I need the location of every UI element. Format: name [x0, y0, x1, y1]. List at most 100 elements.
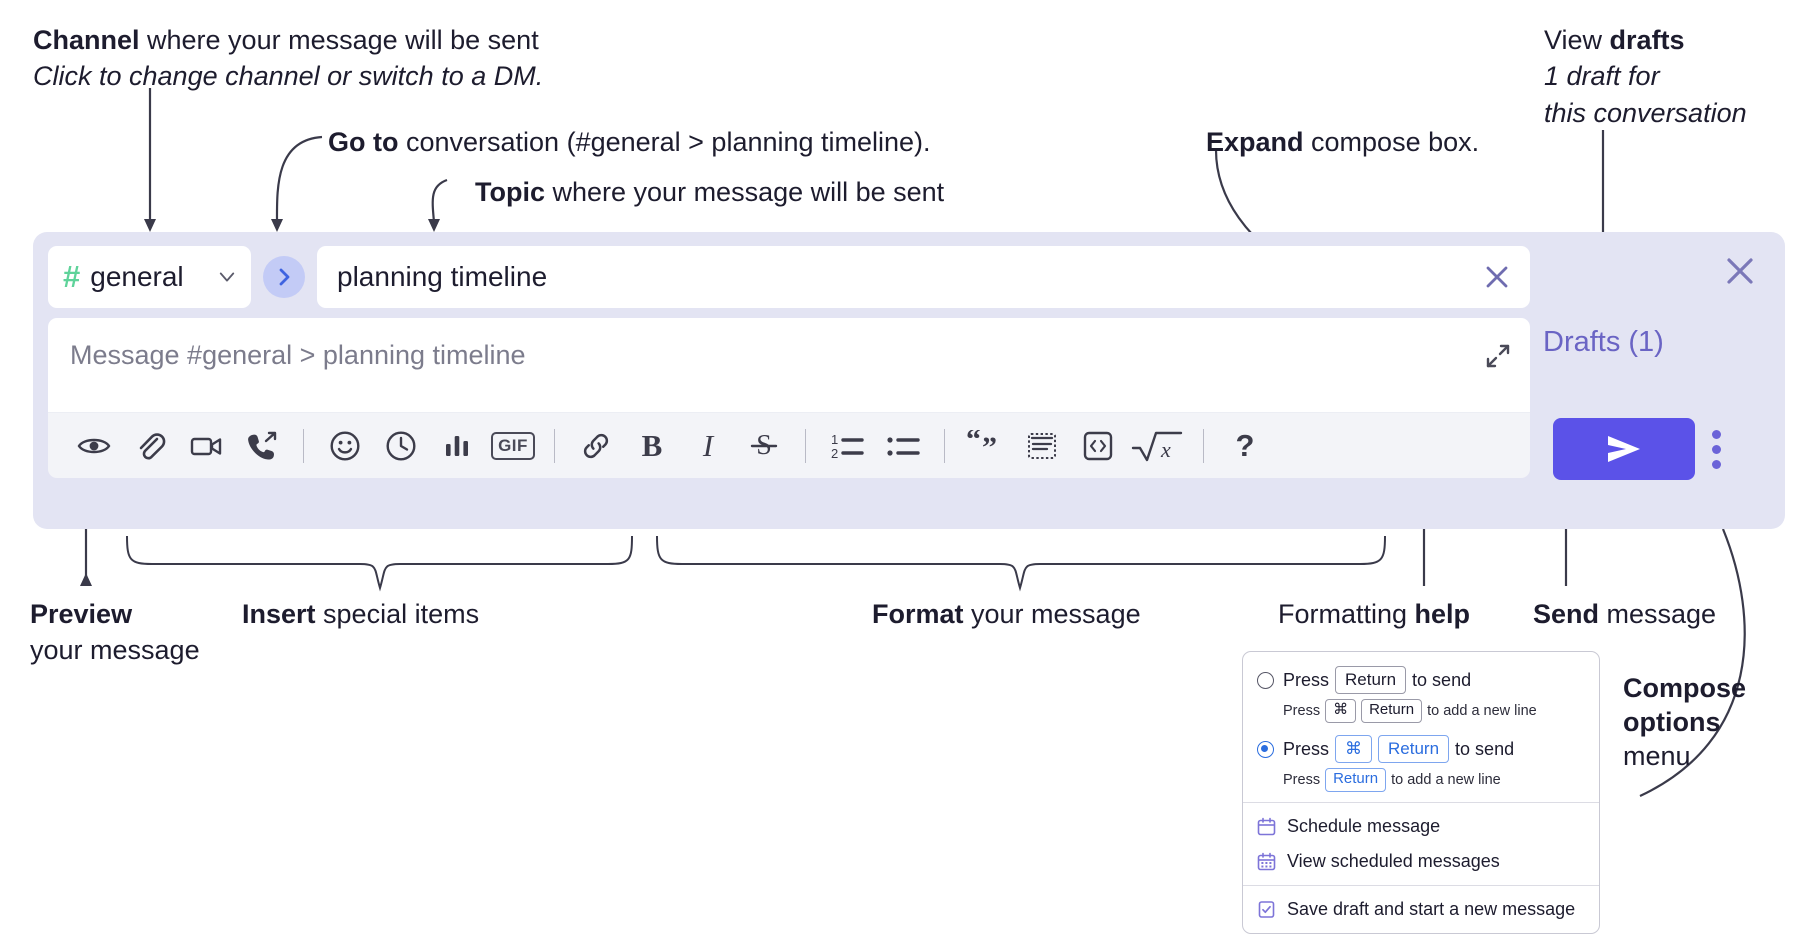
annotation-compose-options: Compose options menu	[1623, 673, 1747, 771]
ordered-list-button[interactable]: 1 2	[819, 418, 875, 474]
send-button[interactable]	[1553, 418, 1695, 480]
close-icon	[1727, 258, 1753, 284]
option-pre: Press	[1283, 669, 1330, 690]
option-post: to send	[1455, 738, 1515, 759]
key-command: ⌘	[1325, 699, 1357, 723]
menu-item-save-draft[interactable]: Save draft and start a new message	[1243, 892, 1599, 927]
video-camera-icon	[190, 437, 222, 455]
menu-item-label: Save draft and start a new message	[1287, 899, 1576, 919]
math-button[interactable]: x	[1126, 418, 1190, 474]
chevron-down-icon	[219, 272, 235, 282]
annotation-expand: Expand compose box.	[1206, 127, 1480, 157]
expand-icon[interactable]	[1484, 342, 1512, 370]
compose-options-button[interactable]	[1712, 429, 1721, 469]
annotation-insert: Insert special items	[242, 599, 480, 629]
kebab-dot	[1712, 459, 1721, 469]
clear-topic-icon[interactable]	[1482, 262, 1512, 292]
audio-clip-button[interactable]	[234, 418, 290, 474]
svg-text:1: 1	[831, 432, 838, 447]
go-to-conversation-button[interactable]	[263, 256, 305, 298]
reminder-button[interactable]	[373, 418, 429, 474]
annotation-goto: Go to conversation (#general > planning …	[328, 127, 931, 157]
code-block-icon	[1028, 432, 1056, 459]
menu-item-schedule-message[interactable]: Schedule message	[1243, 809, 1599, 844]
italic-button[interactable]: I	[680, 418, 736, 474]
drafts-link[interactable]: Drafts (1)	[1543, 326, 1664, 358]
send-option-return[interactable]: Press Return to send Press ⌘ Return to a…	[1243, 664, 1599, 723]
toolbar-divider	[805, 428, 806, 463]
code-button[interactable]	[1070, 418, 1126, 474]
svg-text:”: ”	[982, 431, 997, 462]
poll-button[interactable]	[429, 418, 485, 474]
radio-return[interactable]	[1257, 671, 1274, 689]
close-compose-button[interactable]	[1723, 254, 1757, 288]
menu-item-view-scheduled[interactable]: View scheduled messages	[1243, 844, 1599, 879]
bar-chart-icon	[446, 435, 468, 456]
paperclip-icon	[139, 432, 166, 460]
strikethrough-icon: S	[750, 430, 778, 461]
suboption-post: to add a new line	[1391, 772, 1501, 789]
send-paper-plane-icon	[1608, 436, 1640, 462]
suboption-post: to add a new line	[1427, 703, 1537, 720]
radio-command-return[interactable]	[1257, 740, 1274, 758]
annotation-formatting-help: Formatting help	[1278, 599, 1471, 629]
send-controls	[1553, 418, 1721, 480]
menu-divider	[1243, 885, 1599, 886]
gif-label: GIF	[491, 431, 535, 460]
clock-icon	[386, 430, 416, 461]
blockquote-button[interactable]: “ ”	[958, 418, 1014, 474]
document-check-icon	[1258, 901, 1275, 918]
menu-divider	[1243, 802, 1599, 803]
bold-label: B	[641, 427, 663, 463]
toolbar-divider	[554, 428, 555, 463]
formatting-toolbar: GIF B I	[48, 412, 1530, 478]
option-post: to send	[1412, 669, 1472, 690]
send-option-command-return[interactable]: Press ⌘ Return to send Press Return to a…	[1243, 733, 1599, 792]
key-return: Return	[1335, 666, 1407, 695]
svg-text:2: 2	[831, 446, 838, 461]
menu-item-label: View scheduled messages	[1287, 851, 1500, 871]
emoji-button[interactable]	[317, 418, 373, 474]
formatting-help-button[interactable]: ?	[1217, 418, 1273, 474]
annotation-channel: Channel where your message will be sent …	[33, 25, 544, 92]
quote-icon: “ ”	[966, 430, 997, 462]
annotation-preview: Preview your message	[30, 599, 200, 666]
message-placeholder: Message #general > planning timeline	[70, 340, 526, 370]
chevron-right-icon	[279, 268, 290, 286]
toolbar-divider	[944, 428, 945, 463]
phone-arrow-icon	[248, 431, 277, 460]
smiley-icon	[330, 430, 360, 461]
compose-options-menu: Press Return to send Press ⌘ Return to a…	[1242, 651, 1600, 934]
annotation-send: Send message	[1533, 599, 1717, 629]
kebab-dot	[1712, 429, 1721, 439]
link-button[interactable]	[568, 418, 624, 474]
gif-button[interactable]: GIF	[485, 418, 541, 474]
option-pre: Press	[1283, 738, 1330, 759]
svg-text:x: x	[1160, 437, 1171, 462]
key-return: Return	[1361, 699, 1423, 723]
key-return: Return	[1325, 768, 1387, 792]
toolbar-divider	[1203, 428, 1204, 463]
suboption-pre: Press	[1283, 772, 1321, 789]
preview-button[interactable]	[66, 418, 122, 474]
video-clip-button[interactable]	[178, 418, 234, 474]
bulleted-list-icon	[887, 436, 920, 456]
attach-button[interactable]	[122, 418, 178, 474]
numbered-list-icon: 1 2	[831, 432, 864, 461]
link-icon	[583, 433, 609, 458]
topic-input[interactable]: planning timeline	[317, 246, 1530, 308]
suboption-pre: Press	[1283, 703, 1321, 720]
code-inline-icon	[1083, 431, 1113, 460]
annotation-drafts: View drafts 1 draft for this conversatio…	[1544, 25, 1747, 128]
message-input[interactable]: Message #general > planning timeline	[48, 318, 1530, 412]
toolbar-divider	[303, 428, 304, 463]
annotation-format: Format your message	[872, 599, 1141, 629]
channel-selector[interactable]: # general	[48, 246, 251, 308]
eye-icon	[77, 438, 111, 453]
key-command: ⌘	[1335, 735, 1373, 764]
bulleted-list-button[interactable]	[875, 418, 931, 474]
bold-button[interactable]: B	[624, 418, 680, 474]
code-block-button[interactable]	[1014, 418, 1070, 474]
strikethrough-button[interactable]: S	[736, 418, 792, 474]
menu-item-label: Schedule message	[1287, 816, 1441, 836]
